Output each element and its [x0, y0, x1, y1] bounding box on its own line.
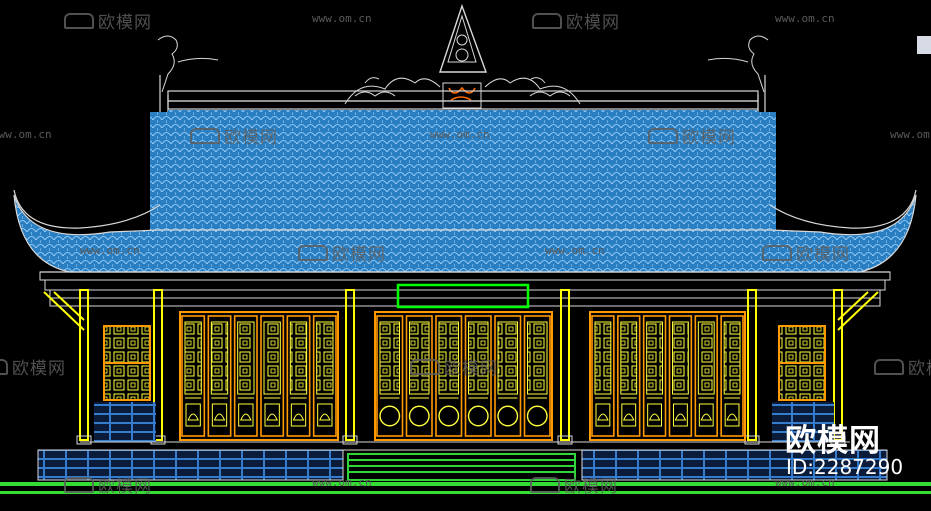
door-leaf — [617, 315, 641, 437]
watermark: 欧模网 — [410, 354, 498, 379]
door-leaf — [286, 315, 311, 437]
door-leaf — [523, 315, 551, 437]
brand-logo-text: 欧模网 — [785, 423, 881, 459]
door-bay — [374, 311, 553, 441]
watermark: 欧模网 — [530, 472, 618, 497]
watermark: 欧模网 — [762, 240, 850, 265]
watermark-url: www.om.cn — [890, 128, 931, 141]
door-bay — [589, 311, 746, 441]
watermark-url: www.om.cn — [545, 244, 605, 257]
left-brick-wall — [94, 402, 156, 442]
watermark: 欧模网 — [648, 123, 736, 148]
column — [560, 289, 570, 441]
model-id-label: ID:2287290 — [786, 455, 904, 479]
door-leaf — [312, 315, 337, 437]
watermark-url: www.om.cn — [430, 128, 490, 141]
door-leaf — [435, 315, 463, 437]
ridge-finial — [439, 3, 487, 109]
ridge-dragons — [344, 77, 581, 105]
ground-line — [0, 482, 931, 494]
watermark: 欧模网 — [190, 123, 278, 148]
watermark-url: www.om.cn — [775, 12, 835, 25]
platform-base — [37, 441, 888, 481]
watermark-url: www.om.cn — [312, 12, 372, 25]
door-leaf — [233, 315, 258, 437]
watermark: 欧模网 — [64, 8, 152, 33]
door-leaf — [464, 315, 492, 437]
watermark: 欧模网 — [0, 354, 66, 379]
column — [345, 289, 355, 441]
right-brick-wall — [772, 402, 834, 442]
watermark-url: www.om.cn — [0, 128, 52, 141]
door-bay — [179, 311, 339, 441]
name-plaque — [396, 283, 530, 309]
door-leaf — [591, 315, 615, 437]
viewport-corner-marker — [917, 36, 931, 54]
corner-bracket — [837, 291, 879, 331]
watermark-url: www.om.cn — [312, 476, 372, 489]
watermark-url: www.om.cn — [80, 244, 140, 257]
watermark-url: www.om.cn — [775, 476, 835, 489]
column — [153, 289, 163, 441]
lattice-doors — [179, 311, 746, 441]
column — [833, 289, 843, 441]
roof — [13, 110, 917, 281]
door-leaf — [376, 315, 404, 437]
left-window — [103, 325, 151, 401]
column — [747, 289, 757, 441]
right-window — [778, 325, 826, 401]
watermark: 欧模网 — [874, 354, 931, 379]
door-leaf — [720, 315, 744, 437]
door-leaf — [405, 315, 433, 437]
watermark: 欧模网 — [298, 240, 386, 265]
door-leaf — [207, 315, 232, 437]
watermark: 欧模网 — [532, 8, 620, 33]
door-leaf — [181, 315, 206, 437]
door-leaf — [642, 315, 667, 437]
door-leaf — [260, 315, 285, 437]
column — [79, 289, 89, 441]
front-steps — [347, 453, 576, 481]
door-leaf — [494, 315, 522, 437]
corner-bracket — [43, 291, 85, 331]
door-leaf — [668, 315, 693, 437]
ridge-end-beasts — [157, 35, 769, 93]
watermark: 欧模网 — [64, 472, 152, 497]
door-leaf — [694, 315, 718, 437]
